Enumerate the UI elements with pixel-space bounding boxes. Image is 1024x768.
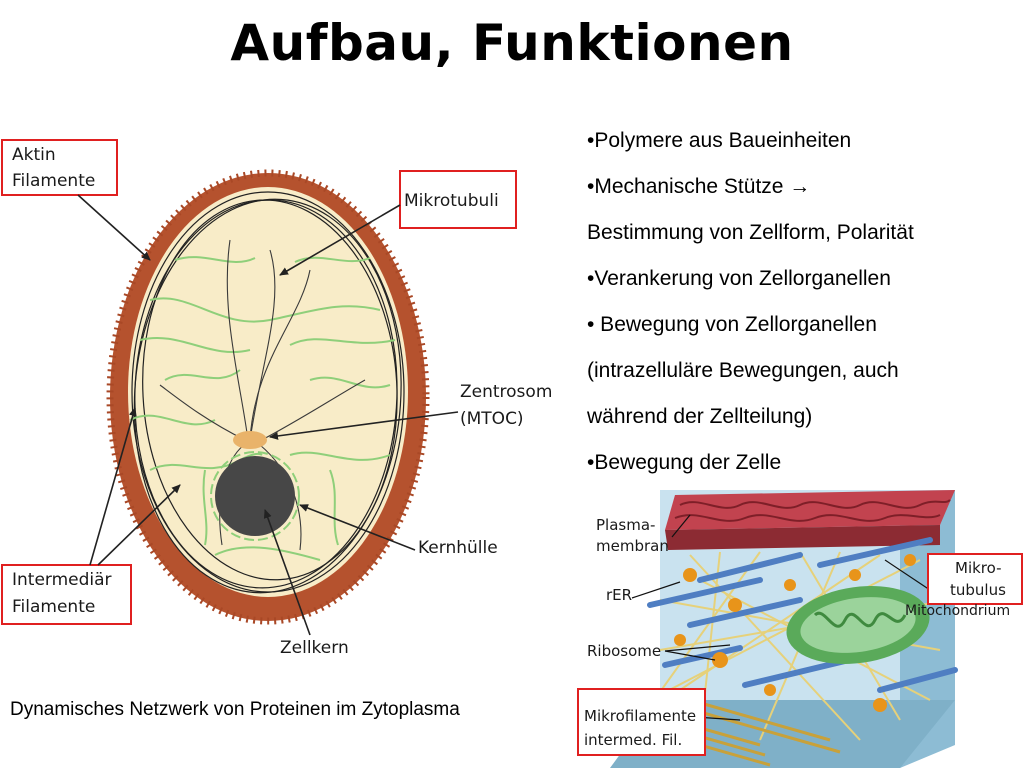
nucleus [210, 451, 300, 541]
aktin-label-2: Filamente [12, 171, 95, 191]
bullet-item: Bestimmung von Zellform, Polarität [587, 221, 914, 244]
kernhuelle-label: Kernhülle [418, 538, 498, 558]
figure-caption: Dynamisches Netzwerk von Proteinen im Zy… [10, 699, 460, 720]
bullet-item: • Bewegung von Zellorganellen [587, 313, 877, 336]
intermediaer-label-2: Filamente [12, 597, 95, 617]
plasma-label-2: membran [596, 537, 669, 555]
bullet-list: •Polymere aus Baueinheiten •Mechanische … [587, 118, 1019, 486]
actin-network [131, 191, 405, 594]
slide-title: Aufbau, Funktionen [230, 14, 794, 72]
microtubule-rods [647, 537, 958, 693]
zentrosom-label-2: (MTOC) [460, 409, 524, 429]
mitochondrion [786, 586, 930, 664]
cell-diagram: Aktin Filamente Mikrotubuli Zentrosom (M… [1, 139, 552, 658]
mikrotubuli-label: Mikrotubuli [404, 191, 499, 211]
mikrotubulus-label-2: tubulus [950, 581, 1006, 599]
cytoskeleton-block-diagram: Plasma- membran rER Ribosome Mikrofilame… [577, 490, 1023, 768]
zentrosom-label-1: Zentrosom [460, 382, 552, 402]
bullet-item: •Bewegung der Zelle [587, 451, 782, 474]
bullet-item: •Verankerung von Zellorganellen [587, 267, 891, 290]
rer-label: rER [606, 586, 632, 604]
pointer-arrows [77, 194, 459, 636]
mikrotubulus-label-1: Mikro- [955, 559, 1002, 577]
membrane-layer [665, 490, 955, 550]
ribosome-label: Ribosome [587, 642, 661, 660]
bullet-item: während der Zellteilung) [587, 405, 813, 428]
mikrofilamente-label: Mikrofilamente [584, 707, 696, 725]
centrosome [233, 431, 267, 449]
microtubules [159, 239, 366, 551]
bullet-item: •Mechanische Stütze → [587, 175, 811, 198]
aktin-label-box [1, 139, 118, 196]
intermediaer-label-1: Intermediär [12, 570, 112, 590]
mikrotubuli-label-box [399, 170, 517, 229]
mikrofilamente-label-box [577, 688, 706, 756]
bullet-item: •Polymere aus Baueinheiten [587, 129, 852, 152]
aktin-label-1: Aktin [12, 145, 56, 165]
bullet-item: (intrazelluläre Bewegungen, auch [587, 359, 899, 382]
cytoplasm [128, 187, 408, 597]
junction-nodes [674, 554, 916, 712]
zellkern-label: Zellkern [280, 638, 349, 658]
plasma-label-1: Plasma- [596, 516, 655, 534]
intermediaer-label-box [1, 564, 132, 625]
intermed-label: intermed. Fil. [584, 731, 682, 749]
mikrotubulus-label-box [927, 553, 1023, 605]
intermediate-filaments [129, 256, 396, 561]
mitochondrium-label: Mitochondrium [905, 603, 1010, 619]
